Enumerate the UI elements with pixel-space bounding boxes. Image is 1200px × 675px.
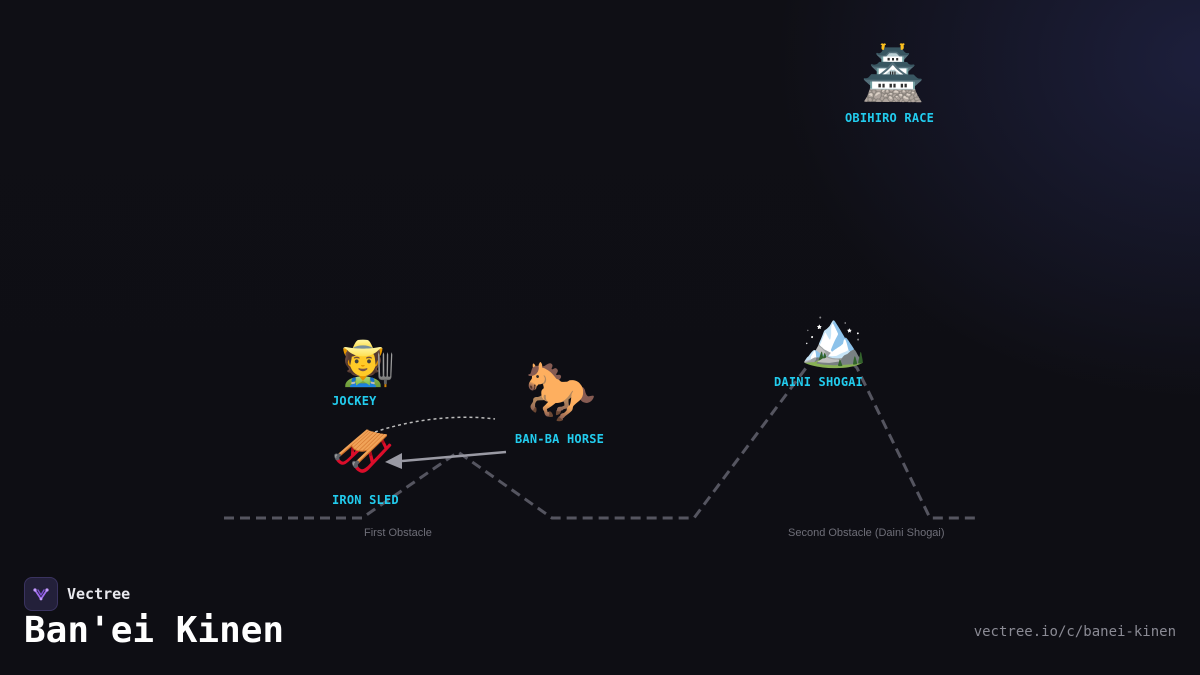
- sled-node: 🛷: [330, 426, 396, 478]
- sled-label: IRON SLED: [332, 493, 399, 507]
- source-url[interactable]: vectree.io/c/banei-kinen: [973, 624, 1176, 640]
- castle-label: OBIHIRO RACE: [845, 111, 935, 125]
- horse-label: BAN-BA HORSE: [515, 432, 605, 446]
- castle-node: 🏯: [860, 48, 926, 100]
- page-title: Ban'ei Kinen: [24, 610, 285, 651]
- logo-mark-icon: [33, 588, 49, 601]
- mountain-icon: 🏔️: [800, 307, 868, 370]
- second-obstacle-caption: Second Obstacle (Daini Shogai): [788, 527, 945, 539]
- jockey-node: 🧑‍🌾: [338, 342, 398, 386]
- mountain-label: DAINI SHOGAI: [774, 375, 864, 389]
- castle-icon: 🏯: [860, 44, 926, 104]
- pull-arrowhead: [385, 453, 402, 469]
- horse-node: 🐎: [524, 362, 598, 420]
- jockey-label: JOCKEY: [332, 394, 377, 408]
- pull-line: [401, 450, 507, 463]
- brand: Vectree: [24, 577, 130, 611]
- mountain-node: 🏔️: [800, 307, 868, 370]
- jockey-rein-line: [374, 416, 496, 433]
- horse-icon: 🐎: [524, 357, 598, 425]
- vectree-logo-icon: [24, 577, 58, 611]
- farmer-icon: 🧑‍🌾: [340, 338, 396, 389]
- first-obstacle-caption: First Obstacle: [364, 527, 432, 539]
- brand-name: Vectree: [67, 585, 131, 603]
- track-profile: [224, 338, 976, 520]
- sled-icon: 🛷: [330, 422, 396, 482]
